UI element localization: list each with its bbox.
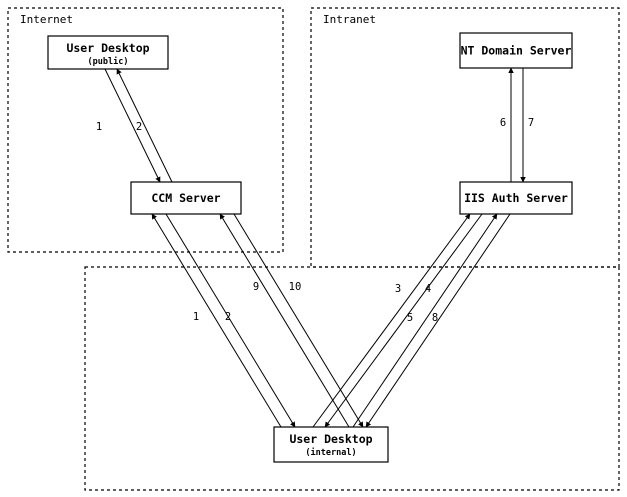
step-label-4: 4 [425,283,431,295]
flow-arrow-step-5-user-desktop-internal-to-iis-auth-server [352,213,498,428]
node-label-user-desktop-internal: User Desktop [289,432,372,446]
flow-arrow-step-1-user-desktop-internal-to-ccm-server [151,213,282,428]
node-box-user-desktop-internal [273,426,389,463]
node-ccm-server[interactable]: CCM Server [130,181,242,215]
flow-arrows [104,67,526,428]
node-nt-domain-server[interactable]: NT Domain Server [459,32,573,69]
flow-arrow-step-2-ccm-server-to-user-desktop-internal [165,213,296,428]
step-label-1: 1 [96,121,102,133]
node-box-ccm-server [130,181,242,215]
step-label-2: 2 [225,311,231,323]
zone-boundary-internal [84,266,620,491]
step-label-6: 6 [500,117,506,129]
node-box-iis-auth-server [459,181,573,215]
step-label-5: 5 [407,312,413,324]
node-iis-auth-server[interactable]: IIS Auth Server [459,181,573,215]
step-label-3: 3 [395,283,401,295]
step-label-1: 1 [193,311,199,323]
node-box-user-desktop-public [47,35,169,70]
zone-label-internet: Internet [20,13,73,26]
node-box-nt-domain-server [459,32,573,69]
flow-arrow-step-1-user-desktop-public-to-ccm-server [104,68,161,183]
flow-arrow-step-10-ccm-server-to-user-desktop-internal [233,213,364,428]
node-label-ccm-server: CCM Server [151,191,220,205]
node-user-desktop-internal[interactable]: User Desktop(internal) [273,426,389,463]
node-sublabel-user-desktop-public: (public) [88,56,129,67]
zone-boundaries: Internet Intranet [7,7,620,491]
step-label-10: 10 [289,281,302,293]
step-label-8: 8 [432,312,438,324]
node-label-nt-domain-server: NT Domain Server [461,44,572,58]
flow-arrow-step-4-iis-auth-server-to-user-desktop-internal [324,213,483,428]
step-label-7: 7 [528,117,534,129]
node-sublabel-user-desktop-internal: (internal) [305,447,356,458]
node-user-desktop-public[interactable]: User Desktop(public) [47,35,169,70]
step-label-9: 9 [253,281,259,293]
zone-boundary-internet [7,7,284,253]
flow-arrow-step-8-iis-auth-server-to-user-desktop-internal [365,213,511,428]
step-label-2: 2 [136,121,142,133]
node-label-user-desktop-public: User Desktop [66,41,149,55]
flow-arrow-step-3-user-desktop-internal-to-iis-auth-server [312,213,471,428]
flow-arrow-step-2-ccm-server-to-user-desktop-public [116,68,173,183]
flow-arrow-step-9-user-desktop-internal-to-ccm-server [219,213,350,428]
flow-step-labels: 1 2 1 2 9 10 3 4 5 8 6 7 [96,117,534,324]
node-label-iis-auth-server: IIS Auth Server [464,191,568,205]
zone-label-intranet: Intranet [323,13,376,26]
